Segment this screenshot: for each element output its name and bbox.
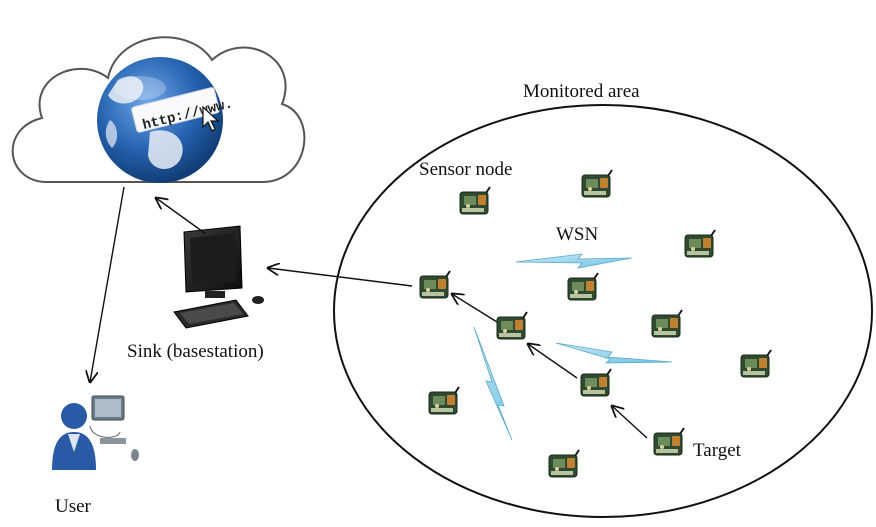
sensor-node-icon [496, 311, 528, 340]
arrow-sink-to-cloud [156, 198, 207, 235]
arrow-cloud-to-user [90, 186, 125, 382]
lightning-icon [473, 326, 513, 441]
arrow-target-to-node [612, 406, 648, 439]
sensor-node-icon [419, 270, 451, 299]
sensor-node-icon [581, 169, 613, 198]
user-label: User [55, 496, 92, 517]
sensor-node-icon [428, 386, 460, 415]
wsn-label: WSN [556, 224, 599, 245]
arrow-node-to-sink [268, 268, 413, 287]
sensor-node-icon [567, 272, 599, 301]
lightning-icon [515, 253, 633, 269]
globe-icon [97, 57, 223, 183]
sensor-node-icon [580, 368, 612, 397]
arrow-node-to-node [528, 344, 578, 379]
sensor-node-icon [651, 309, 683, 338]
monitored-area-ellipse [333, 104, 873, 518]
user-icon [52, 395, 139, 470]
cursor-icon [202, 105, 220, 132]
arrow-node-to-node [452, 294, 498, 323]
monitored-area-label: Monitored area [523, 81, 640, 102]
sensor-node-icon [684, 229, 716, 258]
sensor-node-icon [653, 427, 685, 456]
sensor-node-icon [459, 186, 491, 215]
sink-label: Sink (basestation) [127, 341, 264, 362]
computer-icon [173, 225, 264, 329]
sensor-node-label: Sensor node [419, 159, 512, 180]
sensor-node-icon [740, 349, 772, 378]
target-label: Target [693, 440, 742, 461]
lightning-icon [555, 342, 673, 364]
sensor-node-icon [548, 449, 580, 478]
